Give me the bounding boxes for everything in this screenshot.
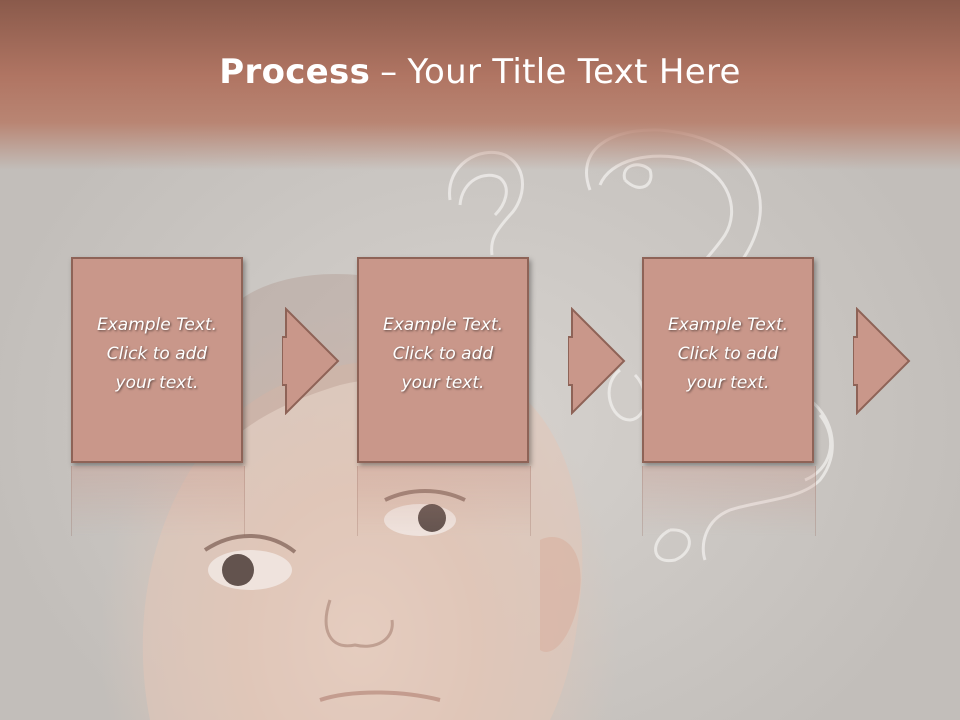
step-2-text: Example Text. Click to add your text.: [382, 314, 504, 393]
step-3-reflection: [642, 466, 816, 536]
slide-title[interactable]: Process–Your Title Text Here: [0, 52, 960, 92]
arrow-right-icon: [853, 307, 911, 415]
title-band: [0, 0, 960, 170]
process-step-3[interactable]: Example Text. Click to add your text.: [642, 257, 814, 463]
title-text: Your Title Text Here: [407, 52, 741, 92]
arrow-right-icon: [568, 307, 626, 415]
arrow-right-icon: [282, 307, 340, 415]
title-bold: Process: [219, 52, 371, 92]
title-separator: –: [380, 52, 398, 92]
process-step-2[interactable]: Example Text. Click to add your text.: [357, 257, 529, 463]
step-1-reflection: [71, 466, 245, 536]
step-2-reflection: [357, 466, 531, 536]
step-1-text: Example Text. Click to add your text.: [96, 314, 218, 393]
process-step-1[interactable]: Example Text. Click to add your text.: [71, 257, 243, 463]
step-3-text: Example Text. Click to add your text.: [667, 314, 789, 393]
